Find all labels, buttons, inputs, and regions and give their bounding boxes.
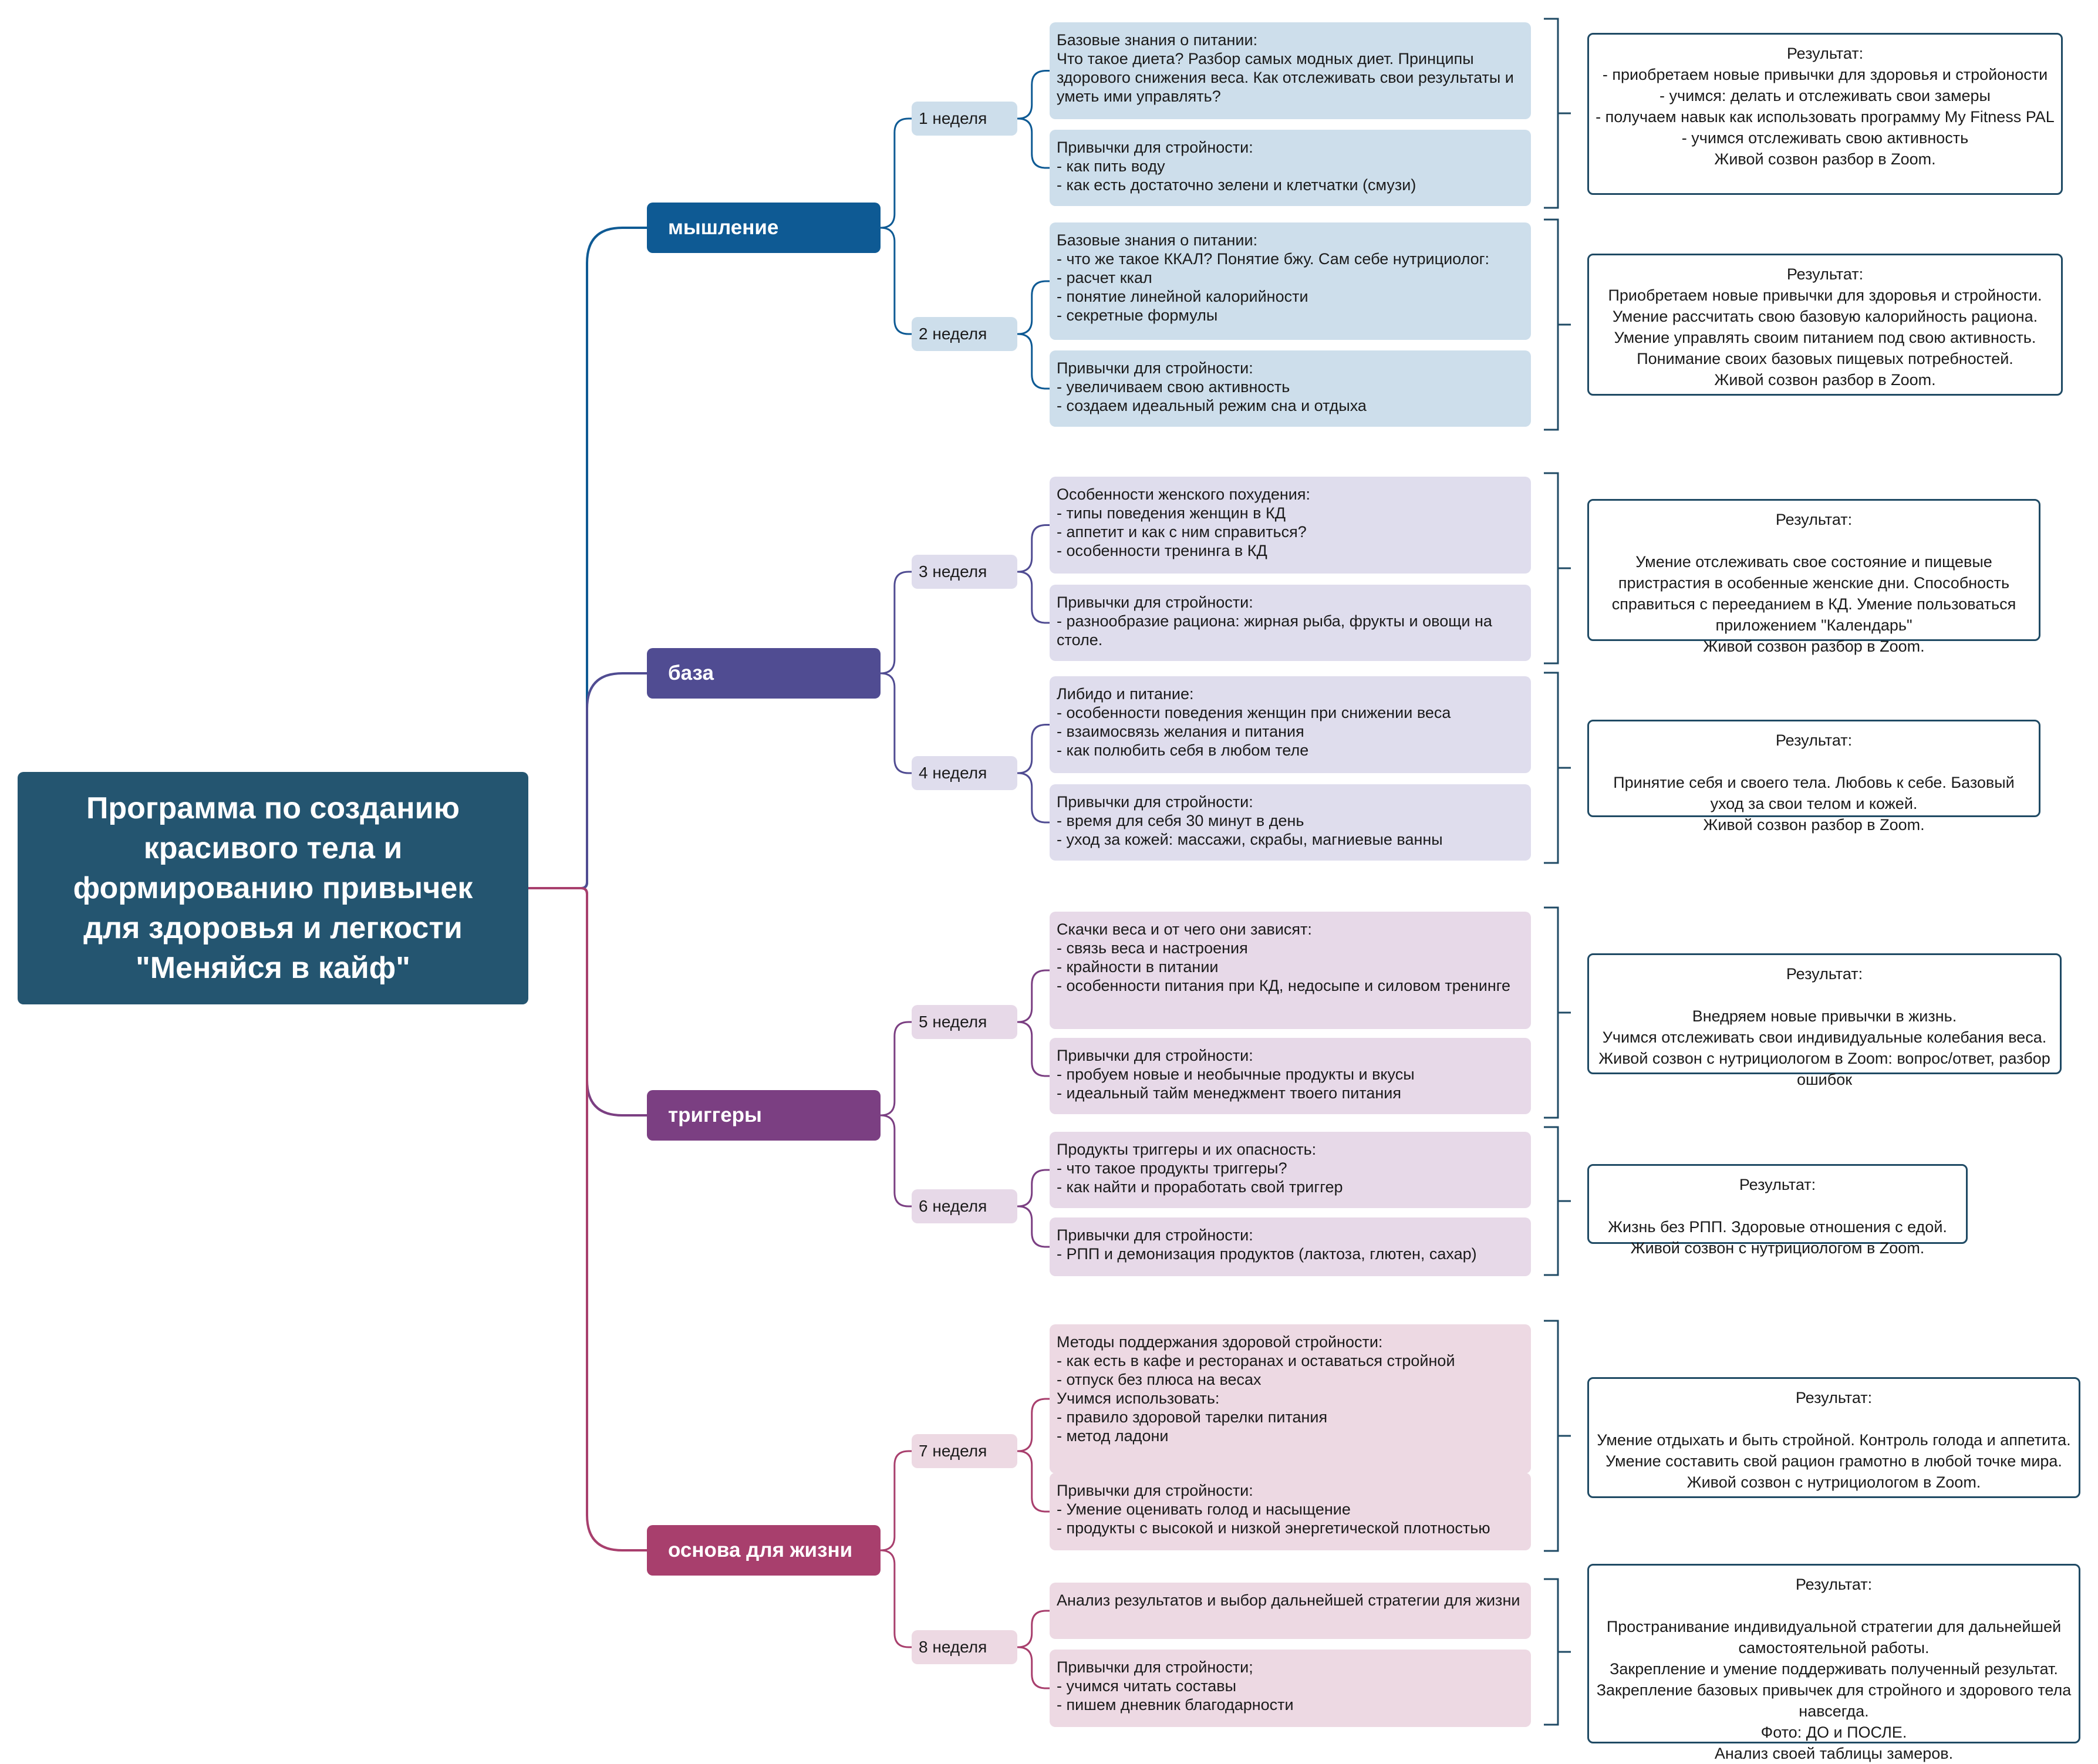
branch-triggers[interactable]: триггеры (647, 1090, 881, 1141)
week-6-result: Результат: Жизнь без РПП. Здоровые отнош… (1587, 1164, 1968, 1257)
week-5[interactable]: 5 неделя (912, 1005, 1017, 1039)
result-bracket (1544, 218, 1571, 431)
week-5-result: Результат: Внедряем новые привычки в жиз… (1587, 953, 2062, 1088)
branch-to-week-line (880, 227, 912, 335)
week-3-topic-2: Привычки для стройности: - разнообразие … (1050, 585, 1531, 661)
week-to-topic-line (1017, 1646, 1050, 1689)
branch-to-week-line (880, 1021, 912, 1117)
week-1[interactable]: 1 неделя (912, 102, 1017, 136)
branch-to-week-line (880, 1114, 912, 1208)
week-to-topic-line (1017, 1169, 1050, 1208)
week-7-topic-2: Привычки для стройности: - Умение оценив… (1050, 1473, 1531, 1550)
week-1-topic-1: Базовые знания о питании: Что такое диет… (1050, 22, 1531, 119)
week-4-topic-2: Привычки для стройности: - время для себ… (1050, 784, 1531, 861)
branch-to-week-line (880, 117, 912, 229)
branch-to-week-line (880, 1549, 912, 1648)
week-to-topic-line (1017, 524, 1050, 573)
result-bracket (1544, 1320, 1571, 1552)
week-to-topic-line (1017, 333, 1050, 390)
week-8-topic-2: Привычки для стройности; - учимся читать… (1050, 1650, 1531, 1727)
week-6[interactable]: 6 неделя (912, 1189, 1017, 1223)
week-to-topic-line (1017, 1398, 1050, 1452)
branch-to-week-line (880, 672, 912, 774)
week-7-result: Результат: Умение отдыхать и быть стройн… (1587, 1377, 2080, 1498)
week-6-topic-1: Продукты триггеры и их опасность: - что … (1050, 1132, 1531, 1208)
week-to-topic-line (1017, 1450, 1050, 1513)
week-5-topic-2: Привычки для стройности: - пробуем новые… (1050, 1038, 1531, 1114)
week-to-topic-line (1017, 70, 1050, 120)
week-8-result: Результат: Пространивание индивидуальной… (1587, 1564, 2080, 1762)
week-3-topic-1: Особенности женского похудения: - типы п… (1050, 477, 1531, 574)
week-2-topic-1: Базовые знания о питании: - что же такое… (1050, 222, 1531, 340)
result-bracket (1544, 472, 1571, 665)
week-4-topic-1: Либидо и питание: - особенности поведени… (1050, 676, 1531, 773)
week-to-topic-line (1017, 280, 1050, 335)
week-4-result: Результат: Принятие себя и своего тела. … (1587, 720, 2040, 834)
branch-thinking[interactable]: мышление (647, 203, 881, 253)
week-7-topic-1: Методы поддержания здоровой стройности: … (1050, 1324, 1531, 1473)
branch-to-week-line (880, 571, 912, 674)
branch-base[interactable]: база (647, 648, 881, 699)
root-title: Программа по созданию красивого тела и ф… (18, 772, 528, 1004)
result-bracket (1544, 18, 1571, 209)
root-to-branch-line (528, 887, 647, 1551)
week-to-topic-line (1017, 1021, 1050, 1077)
week-8-topic-1: Анализ результатов и выбор дальнейшей ст… (1050, 1583, 1531, 1639)
result-bracket (1544, 1578, 1571, 1726)
week-3-result: Результат: Умение отслеживать свое состо… (1587, 499, 2040, 655)
week-6-topic-2: Привычки для стройности: - РПП и демониз… (1050, 1217, 1531, 1276)
week-2-result: Результат: Приобретаем новые привычки дл… (1587, 254, 2063, 396)
week-8[interactable]: 8 неделя (912, 1630, 1017, 1664)
week-7[interactable]: 7 неделя (912, 1434, 1017, 1468)
week-3[interactable]: 3 неделя (912, 555, 1017, 589)
week-to-topic-line (1017, 772, 1050, 824)
branch-to-week-line (880, 1450, 912, 1551)
root-to-branch-line (528, 672, 647, 889)
week-5-topic-1: Скачки веса и от чего они зависят: - свя… (1050, 912, 1531, 1029)
week-to-topic-line (1017, 117, 1050, 169)
week-to-topic-line (1017, 969, 1050, 1023)
week-to-topic-line (1017, 724, 1050, 774)
week-2-topic-2: Привычки для стройности: - увеличиваем с… (1050, 350, 1531, 427)
result-bracket (1544, 1126, 1571, 1276)
week-1-topic-2: Привычки для стройности: - как пить воду… (1050, 130, 1531, 206)
week-4[interactable]: 4 неделя (912, 756, 1017, 790)
branch-life-basis[interactable]: основа для жизни (647, 1525, 881, 1576)
week-to-topic-line (1017, 571, 1050, 624)
week-to-topic-line (1017, 1205, 1050, 1248)
result-bracket (1544, 672, 1571, 864)
week-1-result: Результат: - приобретаем новые привычки … (1587, 33, 2063, 195)
week-to-topic-line (1017, 1610, 1050, 1648)
week-2[interactable]: 2 неделя (912, 317, 1017, 351)
result-bracket (1544, 906, 1571, 1119)
